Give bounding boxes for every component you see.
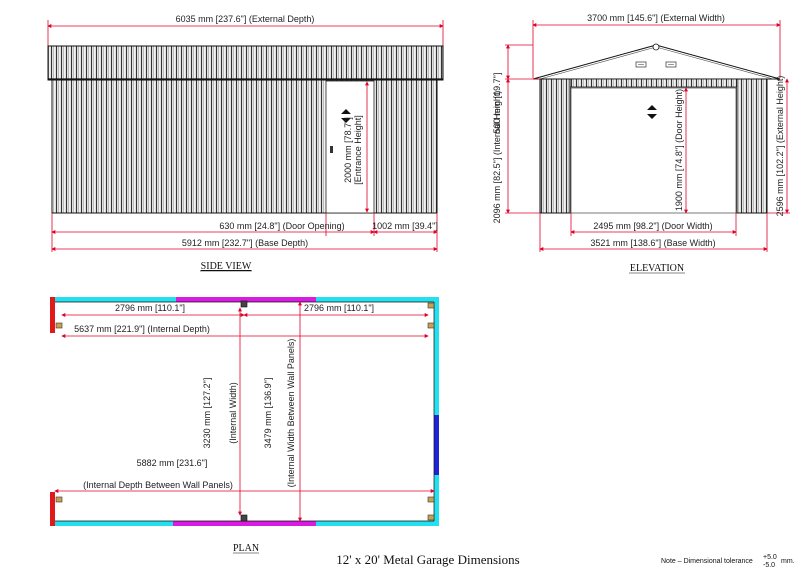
width-between-panels-caption: (Internal Width Between Wall Panels) xyxy=(286,339,296,488)
base-width-label: 3521 mm [138.6"] (Base Width) xyxy=(590,238,715,248)
plan-caption: PLAN xyxy=(233,543,259,554)
anchor-bracket xyxy=(427,322,435,329)
tolerance-plus: +5.0 xyxy=(763,554,777,561)
internal-width-caption: (Internal Width) xyxy=(228,382,238,444)
door-offset-label: 1002 mm [39.4"] xyxy=(372,221,438,231)
elevation-view: 3700 mm [145.6"] (External Width) 500 mm… xyxy=(492,13,790,274)
tolerance-note-label: Note – Dimensional tolerance xyxy=(661,558,753,565)
base-depth-label: 5912 mm [232.7"] (Base Depth) xyxy=(182,238,308,248)
width-between-panels-label: 3479 mm [136.9"] xyxy=(263,378,273,449)
door-handle xyxy=(330,146,333,153)
mid-anchor-top xyxy=(240,300,248,308)
plan-view: 2796 mm [110.1"] 2796 mm [110.1"] 5637 m… xyxy=(50,297,439,554)
rail-right xyxy=(434,297,439,526)
span-right-label: 2796 mm [110.1"] xyxy=(304,303,374,313)
tolerance-note: Note – Dimensional tolerance +5.0 -5.0 m… xyxy=(661,554,795,569)
roof-eave xyxy=(47,45,444,81)
depth-between-panels-label: 5882 mm [231.6"] xyxy=(137,458,208,468)
rail-bottom-center xyxy=(173,521,316,526)
internal-height-label: 2096 mm [82.5"] (Internal Height) xyxy=(492,91,502,224)
ridge-cap xyxy=(652,43,660,51)
elevation-caption: ELEVATION xyxy=(630,263,684,274)
door-width-label: 2495 mm [98.2"] (Door Width) xyxy=(593,221,712,231)
door-opening-label: 630 mm [24.8"] (Door Opening) xyxy=(219,221,344,231)
anchor-bracket xyxy=(427,514,435,521)
sheet-title: 12' x 20' Metal Garage Dimensions xyxy=(336,552,519,567)
anchor-bracket xyxy=(55,496,63,503)
side-wall xyxy=(51,79,438,214)
door-post-top xyxy=(50,297,55,333)
door-header xyxy=(569,78,738,88)
side-view: 6035 mm [237.6"] (External Depth) 2000 m… xyxy=(47,14,444,272)
rail-top-center xyxy=(176,297,316,302)
span-left-label: 2796 mm [110.1"] xyxy=(115,303,185,313)
internal-width-label: 3230 mm [127.2"] xyxy=(202,378,212,449)
depth-between-panels-caption: (Internal Depth Between Wall Panels) xyxy=(83,480,233,490)
tolerance-minus: -5.0 xyxy=(763,562,775,569)
up-down-arrow-icon xyxy=(647,105,657,119)
door-height-label: 1900 mm [74.8"] (Door Height) xyxy=(674,89,684,211)
tolerance-unit: mm. xyxy=(781,558,795,565)
anchor-bracket xyxy=(427,496,435,503)
entrance-height-caption: [Entrance Height] xyxy=(353,115,363,185)
front-wall-left xyxy=(539,78,571,214)
up-down-arrow-icon xyxy=(341,109,351,123)
roof-height-label: 500 mm [19.7"] xyxy=(492,73,502,134)
anchor-bracket xyxy=(427,302,435,309)
entrance-height-label: 2000 mm [78.7"] xyxy=(343,117,353,183)
door-post-bottom xyxy=(50,492,55,526)
rail-right-center xyxy=(434,415,439,475)
front-wall-right xyxy=(736,78,768,214)
anchor-bracket xyxy=(55,322,63,329)
external-width-label: 3700 mm [145.6"] (External Width) xyxy=(587,13,725,23)
side-view-caption: SIDE VIEW xyxy=(201,261,252,272)
external-height-label: 2596 mm [102.2"] (External Height) xyxy=(775,76,785,217)
internal-depth-label: 5637 mm [221.9"] (Internal Depth) xyxy=(74,324,210,334)
mid-anchor-bottom xyxy=(240,514,248,522)
external-depth-label: 6035 mm [237.6"] (External Depth) xyxy=(176,14,315,24)
